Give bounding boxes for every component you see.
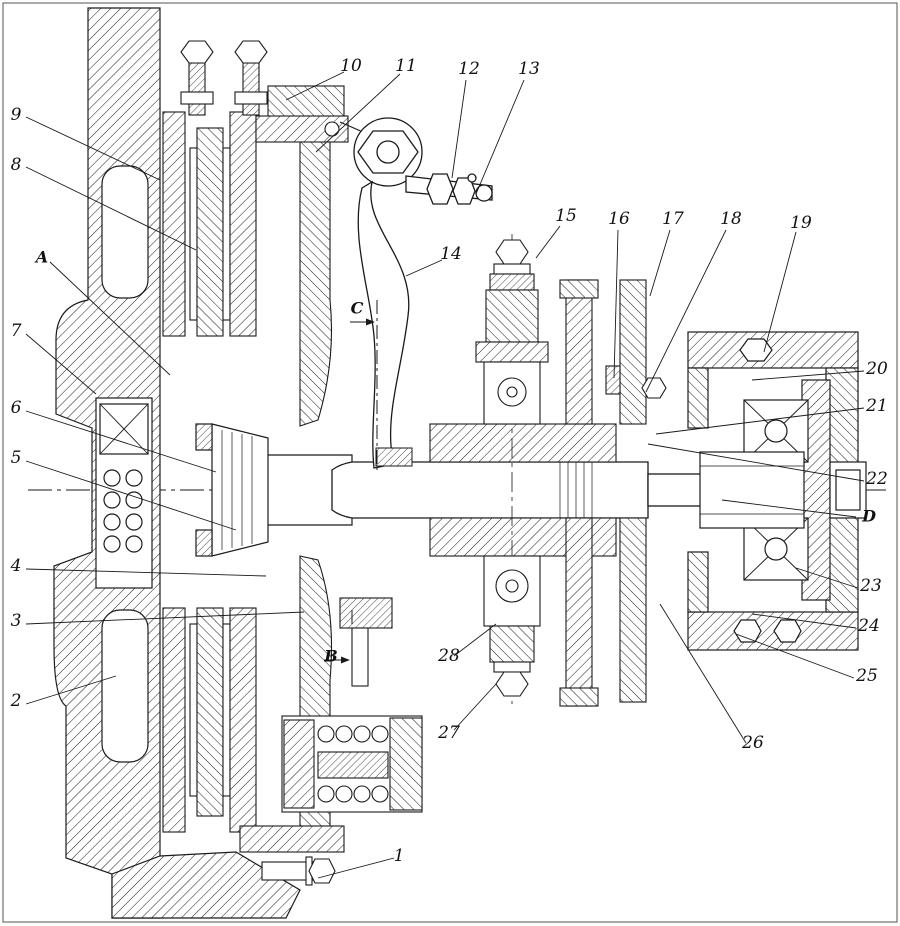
leader-lines <box>25 71 865 879</box>
callout-25: 25 <box>856 666 878 686</box>
callout-1: 1 <box>393 846 405 866</box>
callout-3: 3 <box>10 611 22 631</box>
callout-8: 8 <box>10 155 22 175</box>
callout-16: 16 <box>608 209 630 229</box>
callout-24: 24 <box>858 616 880 636</box>
release-bearing-lower <box>483 555 541 697</box>
callout-26: 26 <box>742 733 764 753</box>
flywheel-housing <box>53 7 301 919</box>
callout-13: 13 <box>518 59 540 79</box>
callout-22: 22 <box>866 469 888 489</box>
callout-A: A <box>35 247 49 267</box>
callout-19: 19 <box>790 213 812 233</box>
output-bearing-housing <box>687 331 867 651</box>
driven-hub <box>195 423 353 557</box>
callout-B: B <box>324 646 338 666</box>
callout-18: 18 <box>720 209 742 229</box>
clutch-disc-stack <box>162 111 257 833</box>
pressure-spring-assembly <box>281 715 423 813</box>
callout-7: 7 <box>10 321 22 341</box>
callout-9: 9 <box>10 105 22 125</box>
section-marks <box>324 300 378 672</box>
callout-6: 6 <box>10 398 22 418</box>
driven-disc <box>559 279 599 707</box>
release-bearing-upper <box>475 239 549 425</box>
callout-11: 11 <box>395 56 417 76</box>
callout-10: 10 <box>340 56 362 76</box>
callout-4: 4 <box>10 556 22 576</box>
callout-17: 17 <box>662 209 684 229</box>
callout-5: 5 <box>10 448 22 468</box>
brake-plate <box>605 279 667 703</box>
callout-21: 21 <box>866 396 888 416</box>
callout-C: C <box>350 298 364 318</box>
callout-23: 23 <box>860 576 882 596</box>
bottom-bolt <box>261 856 336 886</box>
callout-27: 27 <box>438 723 460 743</box>
callout-20: 20 <box>866 359 888 379</box>
cover-bolts <box>180 40 268 116</box>
callout-D: D <box>862 506 876 526</box>
callout-2: 2 <box>10 691 22 711</box>
lever-bracket <box>255 115 373 143</box>
callout-15: 15 <box>555 206 577 226</box>
adjusting-lug <box>339 597 393 687</box>
callout-12: 12 <box>458 59 480 79</box>
callout-14: 14 <box>440 244 462 264</box>
release-lever <box>353 117 493 469</box>
callout-28: 28 <box>438 646 460 666</box>
